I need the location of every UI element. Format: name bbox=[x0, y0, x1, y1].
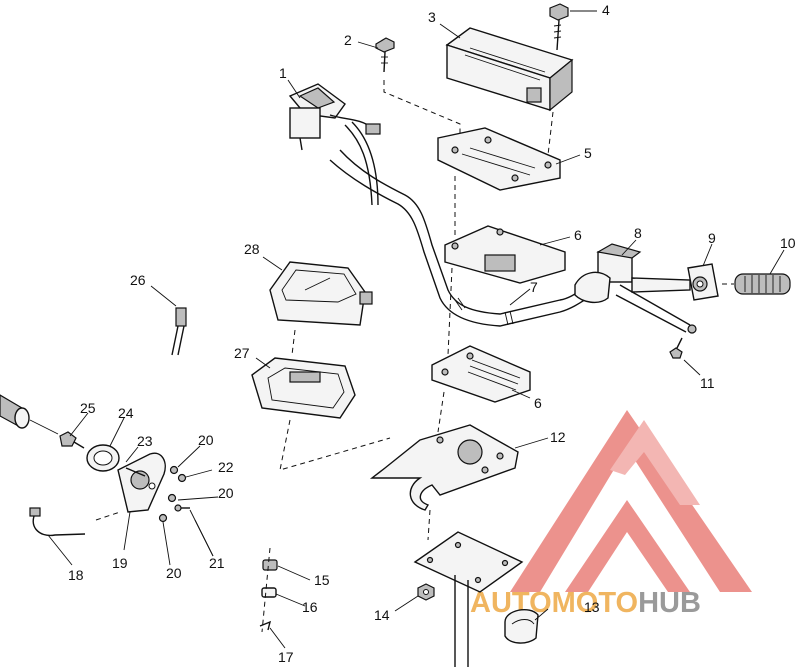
leader-lines bbox=[47, 10, 785, 649]
callout-2: 2 bbox=[344, 32, 352, 48]
callout-3: 3 bbox=[428, 9, 436, 25]
callout-1: 1 bbox=[279, 65, 287, 81]
watermark-logo bbox=[510, 410, 752, 592]
part-11-screw bbox=[669, 337, 683, 359]
callout-18: 18 bbox=[68, 567, 84, 583]
steering-post-plate bbox=[413, 531, 524, 667]
callout-20-b: 20 bbox=[218, 485, 234, 501]
part-13-clamp bbox=[504, 608, 539, 644]
part-23-lamp-socket bbox=[125, 467, 146, 477]
callout-27: 27 bbox=[234, 345, 250, 361]
part-26-bulb bbox=[171, 307, 187, 356]
callout-20-c: 20 bbox=[166, 565, 182, 581]
callout-23: 23 bbox=[137, 433, 153, 449]
callout-15: 15 bbox=[314, 572, 330, 588]
callout-19: 19 bbox=[112, 555, 128, 571]
part-17-fastener bbox=[259, 620, 272, 631]
part-15-clip bbox=[262, 559, 278, 571]
part-27-gauge-bezel bbox=[251, 357, 391, 471]
part-2-bolt bbox=[375, 37, 461, 140]
part-8-brake-master-cylinder bbox=[574, 243, 697, 334]
callout-7: 7 bbox=[530, 279, 538, 295]
part-22-screw bbox=[177, 473, 187, 483]
callout-6-upper: 6 bbox=[574, 227, 582, 243]
callout-22: 22 bbox=[218, 459, 234, 475]
part-1-master-cylinder bbox=[288, 83, 381, 206]
part-16-clip bbox=[261, 587, 277, 598]
part-3-switch-housing bbox=[445, 27, 574, 156]
part-cylinder-left bbox=[0, 394, 59, 435]
callout-16: 16 bbox=[302, 599, 318, 615]
callout-20-a: 20 bbox=[198, 432, 214, 448]
part-5-mount-plate bbox=[437, 127, 561, 191]
watermark-hub: HUB bbox=[638, 587, 701, 619]
callout-8: 8 bbox=[634, 225, 642, 241]
part-6-upper-clamp bbox=[444, 176, 566, 284]
part-28-instrument-gauge bbox=[269, 261, 373, 356]
part-4-bolt bbox=[549, 3, 569, 51]
part-18-wire bbox=[29, 507, 121, 537]
part-9-throttle-housing bbox=[687, 263, 719, 301]
callout-6-lower: 6 bbox=[534, 395, 542, 411]
part-19-socket-plate bbox=[117, 452, 166, 513]
watermark-moto: MOTO bbox=[552, 587, 638, 619]
part-12-bracket-plate bbox=[369, 424, 519, 541]
callout-labels: 1 2 3 4 5 6 7 8 9 10 11 6 12 13 14 15 16… bbox=[68, 2, 796, 665]
part-25-screw bbox=[59, 431, 85, 449]
callout-10: 10 bbox=[780, 235, 796, 251]
callout-28: 28 bbox=[244, 241, 260, 257]
callout-26: 26 bbox=[130, 272, 146, 288]
callout-12: 12 bbox=[550, 429, 566, 445]
part-7-handlebar bbox=[329, 149, 595, 327]
part-20-nut-a bbox=[169, 465, 179, 475]
part-14-nut bbox=[417, 583, 435, 601]
part-21-screw bbox=[174, 504, 190, 512]
callout-9: 9 bbox=[708, 230, 716, 246]
part-24-gasket bbox=[86, 444, 120, 472]
part-20-nut-c bbox=[158, 513, 168, 523]
callout-14: 14 bbox=[374, 607, 390, 623]
callout-4: 4 bbox=[602, 2, 610, 18]
watermark-text: AUTOMOTOHUB bbox=[470, 587, 701, 619]
callout-13: 13 bbox=[584, 599, 600, 615]
callout-24: 24 bbox=[118, 405, 134, 421]
callout-5: 5 bbox=[584, 145, 592, 161]
callout-11: 11 bbox=[700, 375, 715, 391]
part-10-grip bbox=[722, 273, 791, 295]
callout-17: 17 bbox=[278, 649, 294, 665]
part-20-nut-b bbox=[167, 493, 177, 503]
part-6-lower-clamp bbox=[431, 267, 531, 433]
callout-21: 21 bbox=[209, 555, 225, 571]
callout-25: 25 bbox=[80, 400, 96, 416]
